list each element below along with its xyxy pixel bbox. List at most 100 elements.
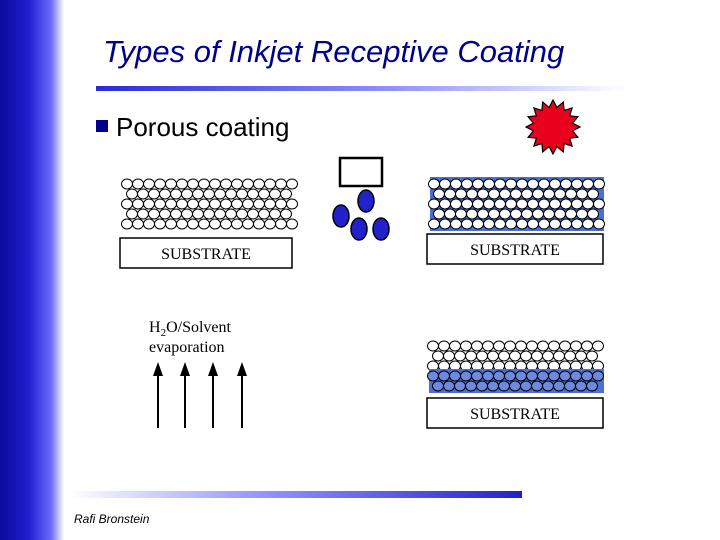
coating-particle (505, 198, 517, 210)
coating-particle (214, 208, 226, 220)
coating-particle (280, 188, 292, 200)
coating-particle (472, 218, 484, 230)
coating-particle (498, 380, 510, 392)
coating-particle (504, 370, 516, 382)
coating-particle (170, 188, 182, 200)
coating-particle (247, 188, 259, 200)
coating-particle (538, 198, 550, 210)
coating-particle (170, 208, 182, 220)
up-arrow-icon (153, 362, 163, 376)
coating-particle (225, 188, 237, 200)
coating-particle (427, 370, 439, 382)
coating-particle (593, 218, 605, 230)
coating-particle (548, 370, 560, 382)
coating-particle (509, 350, 521, 362)
coating-particle (565, 188, 577, 200)
coating-particle (560, 198, 572, 210)
coating-particle (538, 218, 550, 230)
coating-particle (236, 188, 248, 200)
coating-particle (450, 218, 462, 230)
coating-particle (455, 208, 467, 220)
coating-particle (575, 350, 587, 362)
coating-particle (499, 188, 511, 200)
coating-particle (450, 178, 462, 190)
coating-particle (198, 178, 210, 190)
coating-particle (493, 370, 505, 382)
ink-drop (350, 217, 368, 241)
coating-particle (586, 380, 598, 392)
substrate-right (426, 233, 604, 265)
coating-particle (443, 350, 455, 362)
coating-particle (460, 340, 472, 352)
substrate-left (119, 237, 293, 269)
coating-particle (493, 340, 505, 352)
coating-particle (137, 188, 149, 200)
coating-particle (461, 218, 473, 230)
coating-particle (520, 380, 532, 392)
coating-particle (275, 218, 287, 230)
coating-particle (449, 340, 461, 352)
coating-particle (236, 208, 248, 220)
evaporation-label-line1: H2O/Solvent (149, 319, 232, 339)
coating-particle (581, 340, 593, 352)
coating-particle (454, 380, 466, 392)
coating-particle (510, 188, 522, 200)
coating-particle (428, 218, 440, 230)
coating-particle (225, 208, 237, 220)
coating-particle (483, 218, 495, 230)
coating-particle (148, 188, 160, 200)
coating-particle (476, 350, 488, 362)
coating-particle (592, 370, 604, 382)
coating-particle (181, 188, 193, 200)
coating-particle (264, 218, 276, 230)
coating-particle (438, 340, 450, 352)
coating-particle (487, 350, 499, 362)
coating-particle (564, 380, 576, 392)
evaporation-arrows (153, 362, 247, 428)
coating-particle (553, 350, 565, 362)
coating-particle (231, 198, 243, 210)
coating-particle (143, 218, 155, 230)
coating-particle (280, 208, 292, 220)
side-gradient-bar (0, 0, 64, 540)
coating-particle (466, 188, 478, 200)
coating-particle (565, 208, 577, 220)
coating-particle (231, 218, 243, 230)
coating-particle (286, 178, 298, 190)
coating-particle (587, 208, 599, 220)
coating-particle (438, 370, 450, 382)
bullet-text: Porous coating (116, 112, 290, 142)
coating-particle (269, 208, 281, 220)
coating-particle (433, 208, 445, 220)
coating-particle (527, 218, 539, 230)
coating-particle (253, 178, 265, 190)
coating-particle (532, 208, 544, 220)
coating-particle (165, 178, 177, 190)
coating-particle (576, 188, 588, 200)
ink-drop (357, 189, 375, 213)
coating-particle (543, 208, 555, 220)
coating-particle (504, 340, 516, 352)
coating-particle (537, 370, 549, 382)
coating-particle (587, 188, 599, 200)
coating-particle (455, 188, 467, 200)
coating-particle (560, 178, 572, 190)
substrate-bottom-label: SUBSTRATE (470, 406, 560, 423)
coating-particle (264, 178, 276, 190)
coating-particle (454, 350, 466, 362)
coating-particle (132, 198, 144, 210)
coating-particle (477, 208, 489, 220)
bullet-item: Porous coating (96, 112, 289, 143)
coating-particle (505, 218, 517, 230)
coating-particle (126, 188, 138, 200)
coating-particle (586, 350, 598, 362)
coating-particle (531, 350, 543, 362)
coating-particle (570, 340, 582, 352)
coating-particle (532, 188, 544, 200)
coating-particle (521, 188, 533, 200)
coating-particle (132, 218, 144, 230)
coating-particle (439, 178, 451, 190)
coating-particle (538, 178, 550, 190)
coating-particle (439, 198, 451, 210)
coating-particle (242, 198, 254, 210)
